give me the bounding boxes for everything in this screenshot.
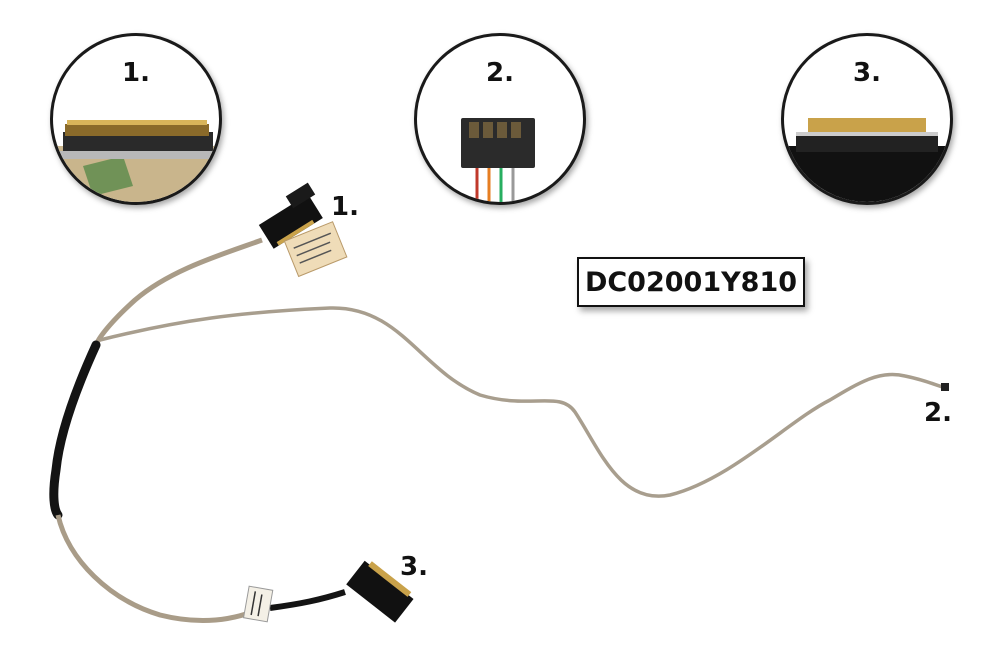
label-sticker-1 xyxy=(283,221,348,278)
detail-circle-3: 3. xyxy=(781,33,953,205)
callout-2: 2. xyxy=(924,398,952,428)
main-cable xyxy=(93,237,263,347)
callout-3: 3. xyxy=(400,552,428,582)
callout-1: 1. xyxy=(331,192,359,222)
detail-label-2: 2. xyxy=(486,58,514,88)
part-number-label: DC02001Y810 xyxy=(577,257,805,307)
connector-3 xyxy=(346,560,414,623)
detail-circle-1: 1. xyxy=(50,33,222,205)
label-sticker-3 xyxy=(242,585,274,623)
connector-3-lead xyxy=(269,589,346,611)
connector-2 xyxy=(941,383,949,391)
detail-label-3: 3. xyxy=(853,58,881,88)
lower-cable xyxy=(55,514,253,624)
shrink-wrap xyxy=(49,340,101,520)
connector-2-closeup xyxy=(461,118,535,202)
branch-cable-2 xyxy=(99,306,947,498)
connector-1 xyxy=(258,182,323,249)
connector-3-closeup xyxy=(784,118,950,202)
connector-1-closeup xyxy=(53,120,219,202)
detail-circle-2: 2. xyxy=(414,33,586,205)
detail-label-1: 1. xyxy=(122,58,150,88)
